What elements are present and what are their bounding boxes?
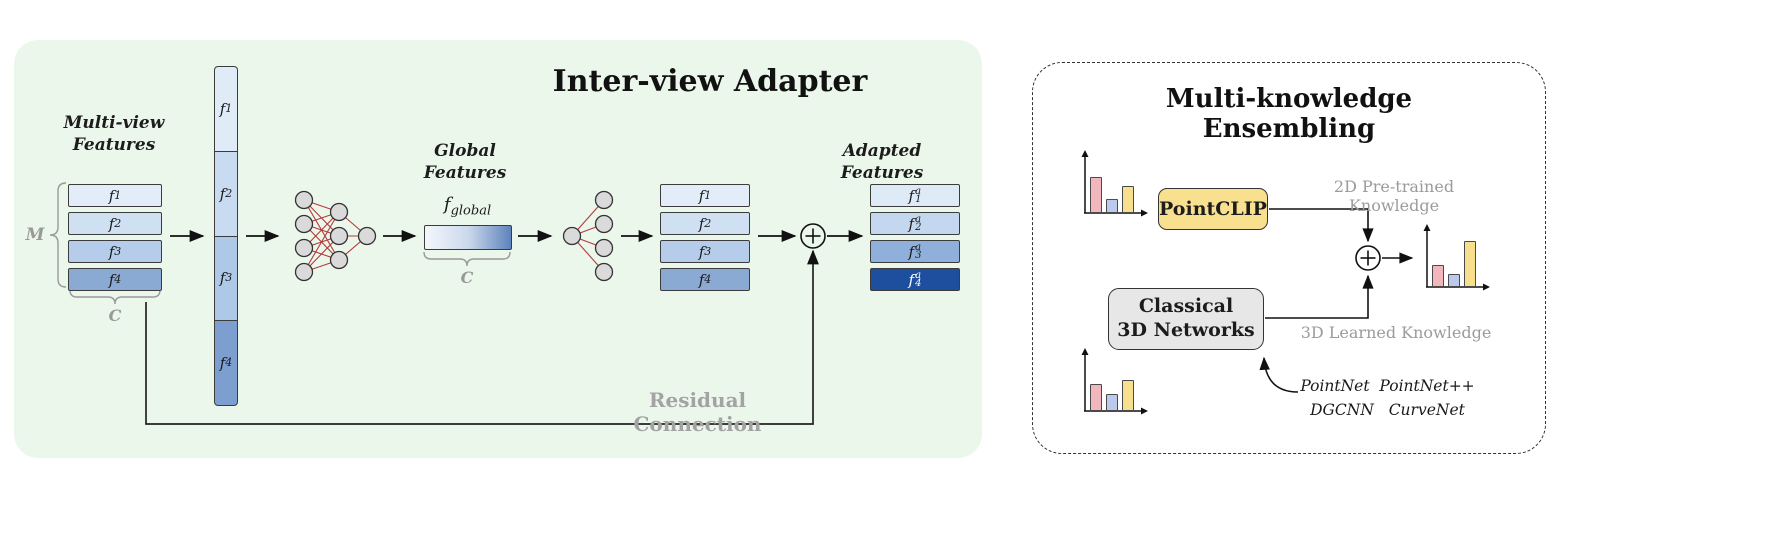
m-dimension-label: M (25, 225, 45, 245)
c-dimension-label-global: C (460, 268, 474, 287)
networks-list-label: PointNet PointNet++ DGCNN CurveNet (1290, 374, 1485, 422)
multiview-label-line2: Features (72, 135, 156, 156)
knowledge-3d-label: 3D Learned Knowledge (1300, 323, 1492, 342)
histogram-output-icon (1420, 224, 1490, 292)
histogram-2d-icon (1078, 150, 1148, 218)
histogram-bar (1090, 177, 1102, 213)
histogram-bars (1090, 380, 1134, 411)
networks-line1: PointNet PointNet++ (1300, 377, 1475, 395)
histogram-bar (1432, 265, 1444, 287)
histogram-bar (1106, 199, 1118, 213)
adapted-features-label: Adapted Features (840, 141, 924, 184)
histogram-axes (1423, 224, 1490, 291)
residual-connection-label: Residual Connection (633, 388, 762, 436)
histogram-axes (1081, 150, 1148, 217)
multiview-label-line1: Multi-view (63, 113, 165, 133)
histogram-bar (1106, 394, 1118, 411)
histogram-bars (1090, 177, 1134, 213)
global-feature-bar (424, 225, 512, 250)
f-global-label: fglobal (420, 194, 515, 219)
histogram-bar (1448, 274, 1460, 287)
pointclip-box: PointCLIP (1158, 188, 1268, 230)
histogram-bar (1464, 241, 1476, 287)
ensembling-title: Multi-knowledge Ensembling (1165, 84, 1413, 144)
histogram-bar (1090, 384, 1102, 411)
f-global-sub: global (450, 203, 492, 219)
f-global-base: f (443, 194, 451, 215)
classical-box-line2: 3D Networks (1117, 319, 1255, 341)
histogram-bar (1122, 380, 1134, 411)
classical-3d-networks-box: Classical 3D Networks (1108, 288, 1264, 350)
global-features-label: Global Features (423, 141, 507, 184)
classical-box-line1: Classical (1138, 295, 1234, 318)
knowledge-2d-label: 2D Pre-trained Knowledge (1333, 177, 1455, 216)
multiview-features-label: Multi-view Features (54, 112, 174, 156)
histogram-bars (1432, 241, 1476, 287)
histogram-axes (1081, 348, 1148, 415)
networks-line2: DGCNN CurveNet (1310, 401, 1465, 420)
adapter-title: Inter-view Adapter (552, 64, 868, 99)
c-dimension-label-stack: C (108, 306, 122, 325)
histogram-bar (1122, 186, 1134, 213)
histogram-3d-icon (1078, 348, 1148, 416)
